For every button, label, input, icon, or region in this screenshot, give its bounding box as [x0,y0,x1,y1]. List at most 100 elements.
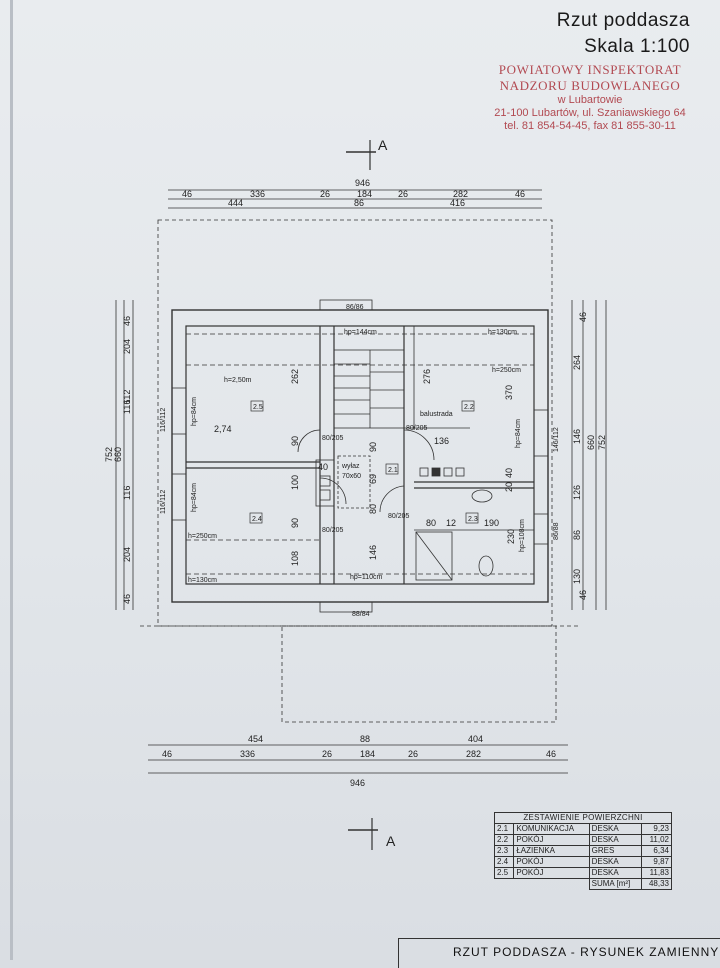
dim-bottom-row2-1: 336 [240,749,255,759]
dim-right-mid: 660 [586,435,596,450]
label-h250-l: h=2,50m [224,377,252,384]
area-table-header: ZESTAWIENIE POWIERZCHNI [494,812,672,824]
label-hp84-2: hp=84cm [191,483,198,512]
dim-146: 146 [368,545,378,560]
section-label-top: A [378,137,388,153]
dim-top-row1-4: 26 [398,189,408,199]
dim-90-b: 90 [368,442,378,452]
label-h130-tr: h=130cm [488,329,517,336]
dim-top-row2-1: 86 [354,198,364,208]
section-label-bottom: A [386,833,396,849]
dim-left-inner-6: 46 [122,594,132,604]
label-h130-bl: h=130cm [188,577,217,584]
label-window-right-2: 86/88 [553,522,560,540]
label-hatch: wyłaz [341,463,360,470]
approval-stamp: POWIATOWY INSPEKTORAT NADZORU BUDOWLANEG… [470,62,710,133]
dim-190: 190 [484,518,499,528]
table-sum-row: SUMA [m²]48,33 [495,878,673,890]
dim-top-overall: 946 [355,178,370,188]
dim-370: 370 [504,385,514,400]
dim-left-inner-1: 204 [122,339,132,354]
section-mark-bottom [348,818,378,850]
dim-bottom-row2-4: 26 [408,749,418,759]
dim-bottom-row2-0: 46 [162,749,172,759]
label-hp84-3: hp=84cm [515,419,522,448]
label-door-1: 80/205 [322,435,344,442]
dim-69: 69 [368,474,378,484]
sheet-footer-label: RZUT PODDASZA - RYSUNEK ZAMIENNY [398,938,720,968]
dim-80-b: 80 [426,518,436,528]
dim-40-a: 40 [318,462,328,472]
dim-right-col1-2: 126 [572,485,582,500]
drawing-title: Rzut poddasza Skala 1:100 [557,8,690,60]
dim-bottom-row2-2: 26 [322,749,332,759]
dim-left-inner-0: 46 [122,316,132,326]
dim-top-row1-2: 26 [320,189,330,199]
stamp-line-3: w Lubartowie [557,94,623,106]
stamp-line-4: 21-100 Lubartów, ul. Szaniawskiego 64 [494,107,686,119]
dim-90-c: 90 [290,518,300,528]
label-hatch-size: 70x60 [342,473,361,480]
label-window-left-2: 116/112 [160,490,167,514]
label-hp108: hp=108cm [519,519,526,552]
sum-value: 48,33 [640,878,673,890]
sheet-edge [10,0,13,960]
label-balustrada: balustrada [420,411,453,418]
dim-230: 230 [506,529,516,544]
dim-right-col1-0: 264 [572,355,582,370]
section-mark-top [346,140,376,170]
dim-left-inner-5: 204 [122,547,132,562]
dim-right-col2-0: 46 [578,312,588,322]
dim-left-inner-2: 112 [122,390,132,404]
dim-90-a: 90 [290,436,300,446]
label-door-3: 80/205 [322,527,344,534]
room-label-2-2: 2.2 [464,404,474,411]
dim-bottom-row1-0: 454 [248,734,263,744]
dim-top-row2-0: 444 [228,198,243,208]
label-window-right-1: 146/112 [553,427,560,452]
dim-bottom-row2-5: 282 [466,749,481,759]
dim-bottom-row2-3: 184 [360,749,375,759]
dim-top-row1-0: 46 [182,189,192,199]
dim-top-row1-6: 46 [515,189,525,199]
dim-12: 12 [446,518,456,528]
dim-top-row1-5: 282 [453,189,468,199]
dim-262: 262 [290,369,300,384]
title-line-1: Rzut poddasza [556,10,690,31]
stamp-line-1: POWIATOWY INSPEKTORAT [498,62,682,77]
dim-20: 20 [504,482,514,492]
dim-right-col2-1: 46 [578,590,588,600]
label-h250-bl: h=250cm [188,533,217,540]
dim-left-inner-4: 116 [122,486,132,500]
dim-right-outer: 752 [597,435,607,450]
dim-right-col1-1: 146 [572,429,582,444]
dim-top-row2-2: 416 [450,198,465,208]
stamp-line-5: tel. 81 854-54-45, fax 81 855-30-11 [504,120,676,132]
dim-bottom-row1-1: 88 [360,734,370,744]
room-label-2-3: 2.3 [468,516,478,523]
label-hp-top: hp=144cm [344,329,377,336]
label-h250-r: h=250cm [492,367,521,374]
room-label-2-5: 2.5 [253,404,263,411]
dim-top-row1-3: 184 [357,189,372,199]
dim-bottom-overall: 946 [350,778,365,788]
dim-108: 108 [290,551,300,566]
stamp-line-2: NADZORU BUDOWLANEGO [499,78,681,93]
label-window-bottom: 88/84 [352,611,370,618]
dim-bottom-row1-2: 404 [468,734,483,744]
level-mark: 2,74 [214,424,232,434]
dim-40-b: 40 [504,468,514,478]
dim-left-outer: 752 [104,447,114,462]
dim-136: 136 [434,436,449,446]
dim-276: 276 [422,369,432,384]
label-door-2: 80/205 [406,425,428,432]
label-door-4: 80/205 [388,513,410,520]
sum-label: SUMA [m²] [588,878,642,890]
